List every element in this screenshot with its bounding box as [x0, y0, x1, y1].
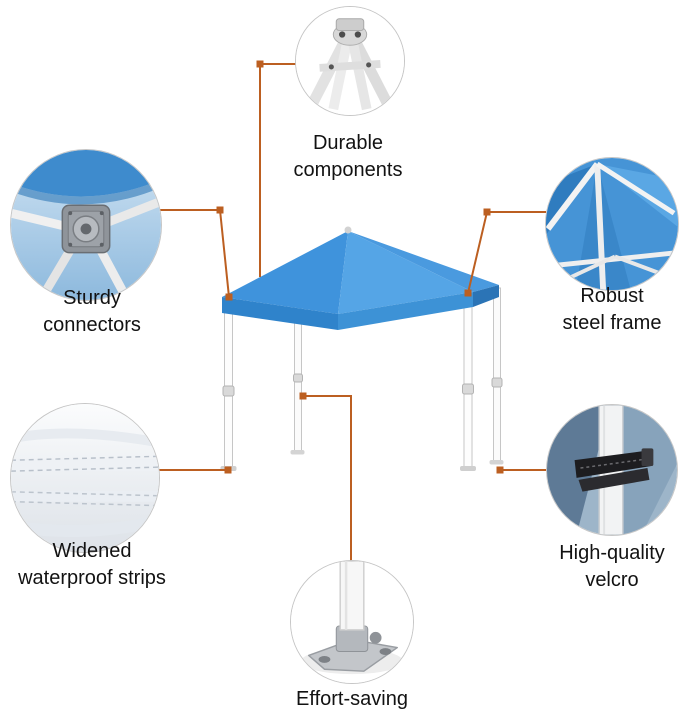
canopy-face-back — [348, 231, 499, 292]
connector-effort-saving — [303, 395, 352, 562]
feature-label-robust-steel-frame: Robust steel frame — [562, 285, 662, 334]
feature-image-sturdy-connectors — [10, 149, 162, 301]
feature-image-widened-waterproof-strips — [10, 403, 160, 553]
waterproof-strip-photo — [11, 404, 159, 552]
tent-leg-front-right — [463, 295, 473, 469]
leg-adjuster — [462, 383, 474, 395]
leg-foot — [489, 460, 504, 465]
leg-adjuster — [293, 373, 303, 383]
canopy-valance-left — [222, 297, 338, 330]
leg-foot — [290, 450, 305, 455]
connector-lines — [159, 60, 546, 562]
connector-dot — [299, 392, 307, 400]
connector-dot — [464, 289, 472, 297]
connector-sturdy-connectors — [160, 209, 230, 298]
canopy-valance-right — [338, 292, 473, 330]
leg-adjuster — [491, 377, 503, 388]
connector-dot — [225, 293, 233, 301]
tent-leg-back-right — [493, 287, 501, 463]
feature-image-effort-saving — [290, 560, 414, 684]
feature-image-durable-components — [295, 6, 405, 116]
feature-label-widened-waterproof-strips: Widened waterproof strips — [18, 540, 166, 589]
feature-label-effort-saving: Effort-saving — [296, 688, 408, 710]
connector-block-photo — [11, 150, 161, 300]
feature-label-durable-components: Durable components — [293, 132, 403, 181]
leg-adjuster — [222, 385, 235, 397]
feature-image-high-quality-velcro — [546, 404, 678, 536]
leg-foot — [460, 466, 476, 471]
foot-plate-photo — [291, 561, 413, 683]
canopy-face-left — [222, 231, 348, 314]
feature-label-sturdy-connectors: Sturdy connectors — [43, 287, 141, 336]
connector-dot — [216, 206, 224, 214]
connector-dot — [483, 208, 491, 216]
frame-hub-photo — [296, 7, 404, 115]
connector-dot — [496, 466, 504, 474]
connector-dot — [256, 60, 264, 68]
feature-label-high-quality-velcro: High-quality velcro — [559, 542, 665, 591]
tent-leg-front-left — [224, 299, 233, 469]
canopy-tent-illustration — [220, 226, 504, 471]
velcro-strap-photo — [547, 405, 677, 535]
canopy-valance-side — [473, 285, 499, 307]
canopy-underside-photo — [546, 158, 678, 290]
canopy-peak-cap — [344, 226, 352, 234]
connector-dot — [224, 466, 232, 474]
canopy-face-right — [338, 231, 473, 314]
feature-image-robust-steel-frame — [545, 157, 679, 291]
